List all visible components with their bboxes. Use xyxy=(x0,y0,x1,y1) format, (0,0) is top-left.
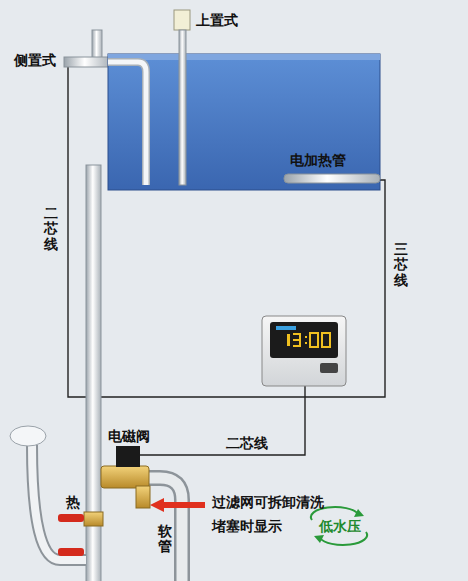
status-text: 低水压 xyxy=(319,518,361,535)
controller xyxy=(262,316,346,386)
wire-name: 二芯线 xyxy=(226,435,268,452)
note: 堵塞时显示 xyxy=(212,518,282,535)
side-pipe xyxy=(64,57,110,67)
note: 过滤网可拆卸清洗 xyxy=(212,494,324,511)
heater-tube xyxy=(284,174,380,183)
shower-head xyxy=(10,426,46,446)
part-name: 热 xyxy=(66,494,80,511)
top-sensor xyxy=(174,10,190,30)
inner-tube xyxy=(108,62,146,185)
part-name: 侧置式 xyxy=(14,52,56,69)
arrow xyxy=(150,498,205,512)
sensor-tube xyxy=(179,30,186,185)
shower-hose xyxy=(32,445,86,560)
part-name: 电磁阀 xyxy=(108,428,150,445)
part-name: 上置式 xyxy=(196,12,238,29)
water-tank xyxy=(108,54,380,190)
hot-handle xyxy=(58,514,84,522)
valve-body xyxy=(101,466,149,488)
wire-name: 三芯线 xyxy=(394,242,408,288)
wire-name: 二芯线 xyxy=(44,206,58,252)
filter xyxy=(136,486,150,508)
hot-fitting xyxy=(84,512,103,526)
part-name: 电加热管 xyxy=(290,152,346,169)
tank-top xyxy=(108,54,380,60)
lcd-segments xyxy=(287,333,330,347)
valve-handle xyxy=(58,548,84,556)
solenoid xyxy=(116,446,140,467)
part-name: 软管 xyxy=(158,524,172,555)
controller-display xyxy=(270,322,338,358)
controller-button xyxy=(320,363,338,373)
